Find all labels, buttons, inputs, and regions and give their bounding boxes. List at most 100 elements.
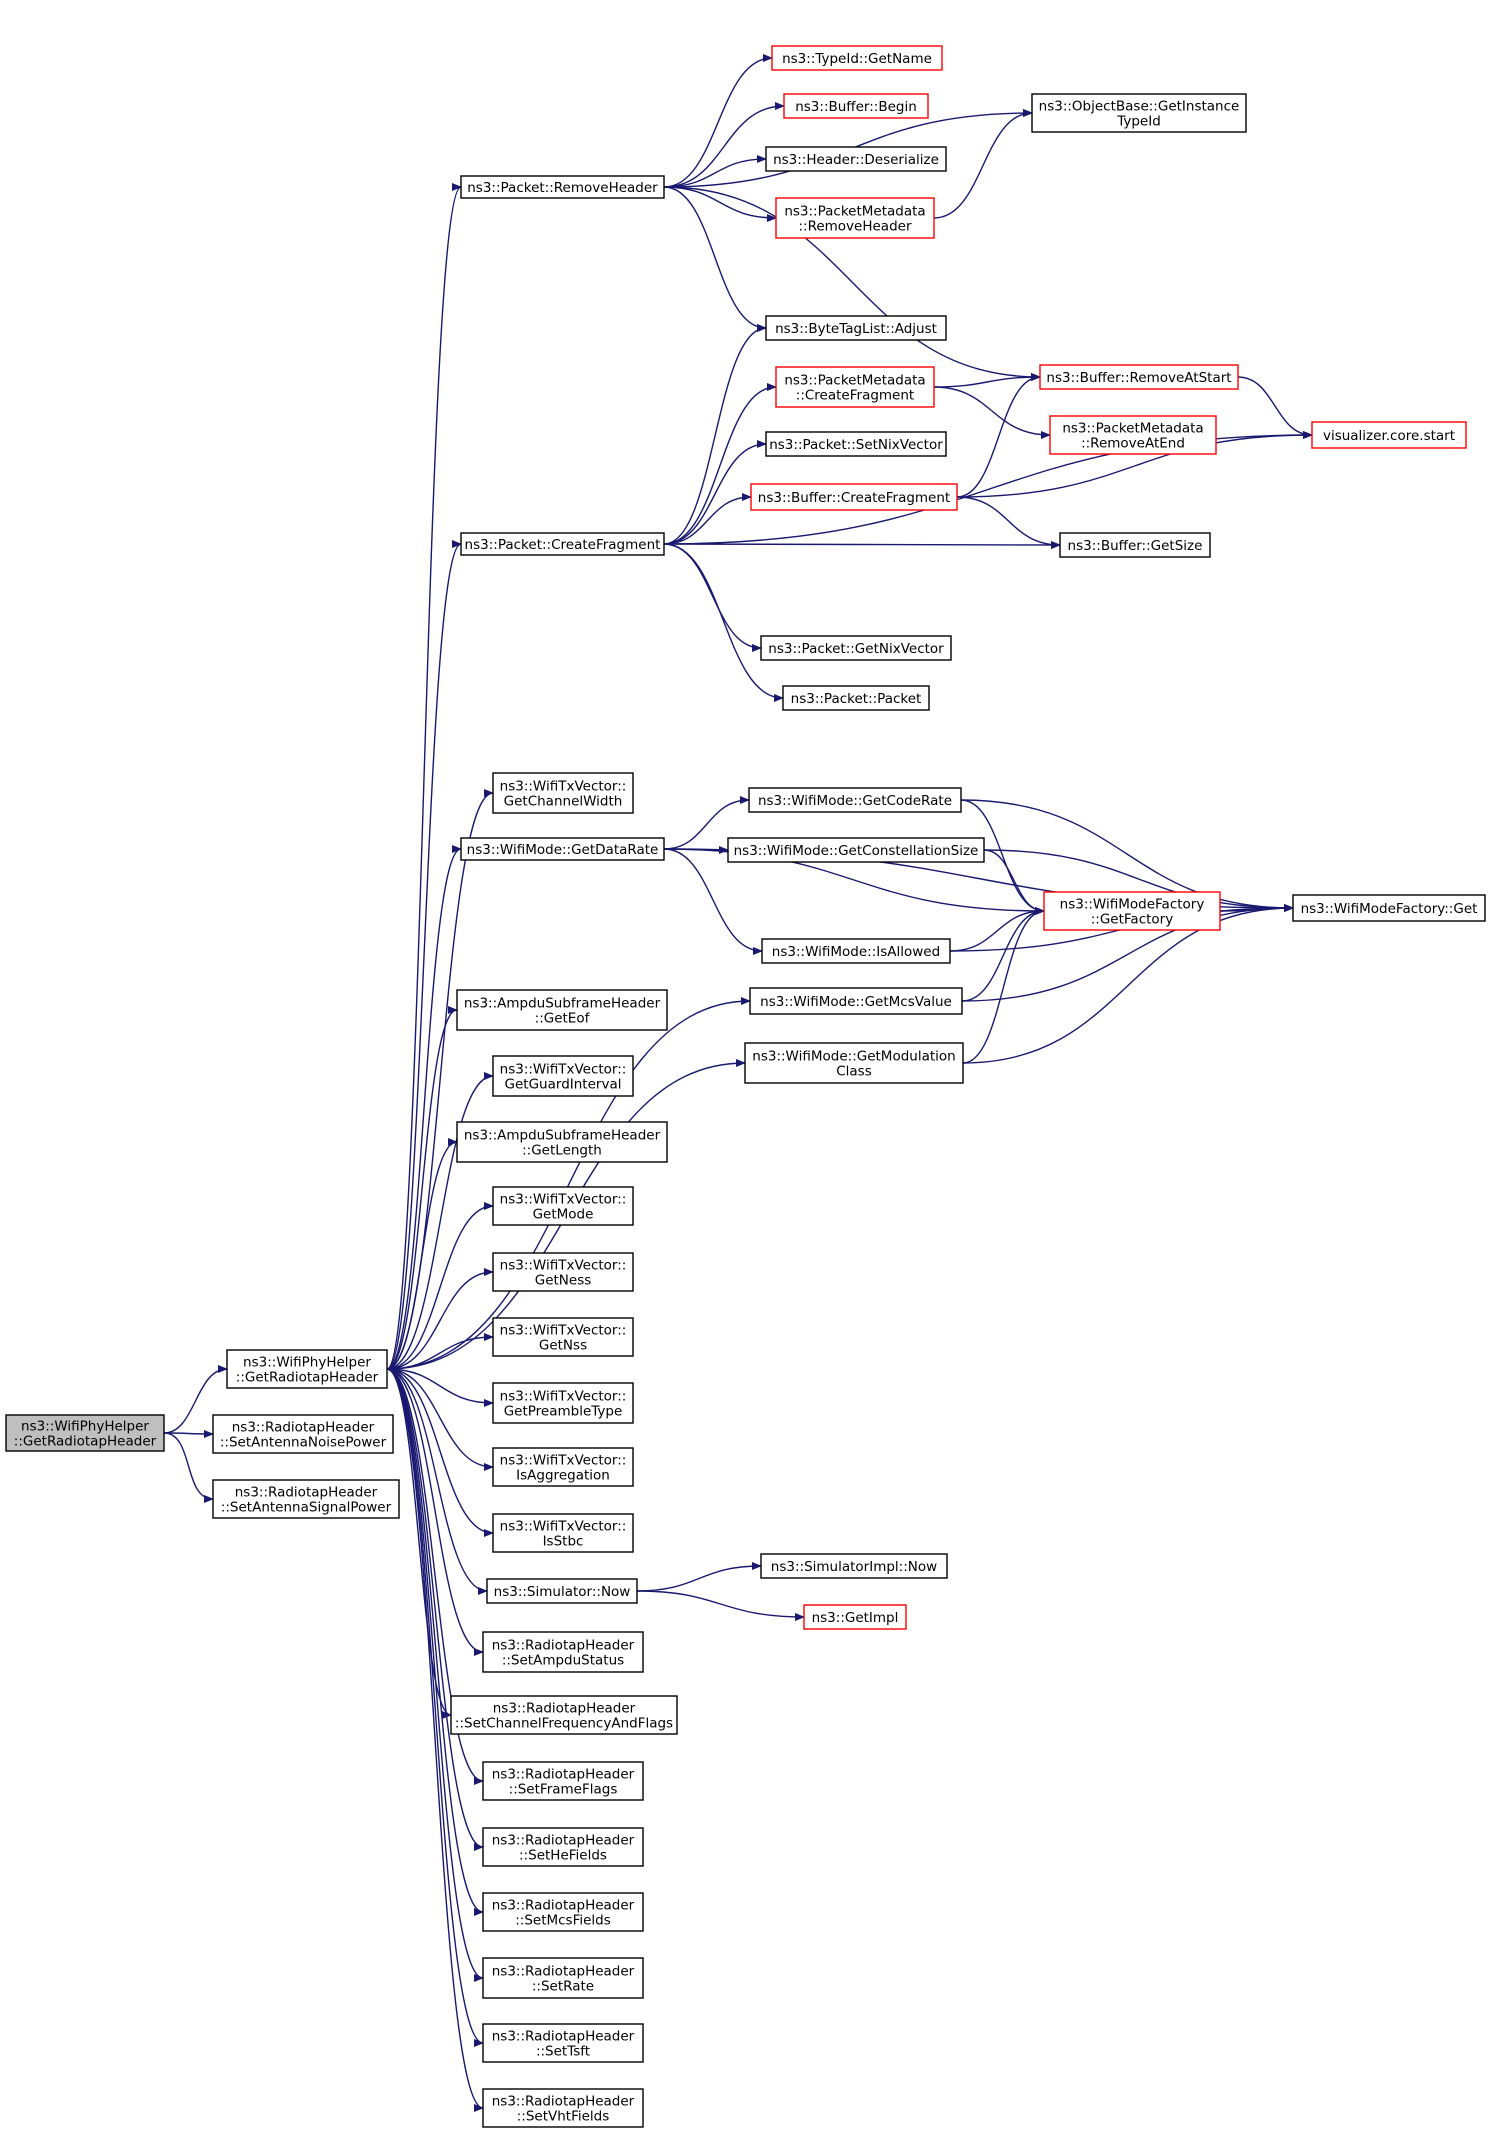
edge-mode-is-allowed-to-fact-get-factory [949, 907, 1045, 952]
node-buf-create-frag[interactable]: ns3::Buffer::CreateFragment [750, 483, 958, 511]
node-sim-now[interactable]: ns3::Simulator::Now [486, 1578, 638, 1604]
node-label: ::GetEof [535, 1011, 591, 1027]
edge-pkt-create-frag-to-byte-tag-adjust [663, 324, 767, 545]
call-edge [961, 907, 1045, 1002]
node-tx-get-chan-width[interactable]: ns3::WifiTxVector::GetChannelWidth [492, 772, 634, 814]
node-label: ns3::WifiTxVector:: [500, 1323, 627, 1339]
node-set-ant-signal[interactable]: ns3::RadiotapHeader::SetAntennaSignalPow… [212, 1479, 400, 1519]
node-mode-get-const[interactable]: ns3::WifiMode::GetConstellationSize [727, 837, 985, 863]
node-label: ns3::RadiotapHeader [492, 1964, 635, 1980]
node-box [761, 938, 951, 964]
node-box [486, 1578, 638, 1604]
node-label: ns3::ObjectBase::GetInstance [1039, 99, 1240, 115]
node-type-id-get-name[interactable]: ns3::TypeId::GetName [771, 45, 943, 71]
node-box [482, 1827, 644, 1867]
edge-mode-get-mcs-to-fact-get [961, 904, 1294, 1002]
node-tx-get-nss[interactable]: ns3::WifiTxVector::GetNss [492, 1317, 634, 1357]
node-label: ns3::WifiMode::GetModulation [752, 1049, 955, 1065]
node-label: ::SetAntennaNoisePower [220, 1435, 387, 1451]
node-rh-set-frame-flags[interactable]: ns3::RadiotapHeader::SetFrameFlags [482, 1761, 644, 1801]
node-label: ns3::WifiMode::GetDataRate [467, 842, 659, 858]
node-mode-is-allowed[interactable]: ns3::WifiMode::IsAllowed [761, 938, 951, 964]
node-fact-get[interactable]: ns3::WifiModeFactory::Get [1292, 894, 1486, 922]
node-root[interactable]: ns3::WifiPhyHelper::GetRadiotapHeader [5, 1414, 165, 1452]
call-edge [983, 849, 1294, 912]
node-mode-get-mcs[interactable]: ns3::WifiMode::GetMcsValue [749, 987, 963, 1015]
node-mode-get-code-rate[interactable]: ns3::WifiMode::GetCodeRate [748, 787, 962, 813]
call-edge [663, 186, 777, 222]
node-label: ns3::RadiotapHeader [492, 1833, 635, 1849]
node-buf-remove-at-start[interactable]: ns3::Buffer::RemoveAtStart [1039, 364, 1239, 390]
call-edge [956, 496, 1061, 549]
node-buffer-begin[interactable]: ns3::Buffer::Begin [783, 93, 929, 119]
edge-get-radiotap-to-rh-set-frame-flags [386, 1368, 484, 1785]
edge-sim-now-to-sim-impl-now [636, 1562, 762, 1592]
call-edge [386, 1368, 494, 1471]
node-byte-tag-adjust[interactable]: ns3::ByteTagList::Adjust [765, 315, 947, 341]
node-pkt-packet[interactable]: ns3::Packet::Packet [782, 685, 930, 711]
node-box [750, 483, 958, 511]
node-fact-get-factory[interactable]: ns3::WifiModeFactory::GetFactory [1043, 891, 1221, 931]
node-box [1059, 532, 1211, 558]
node-pm-remove-header[interactable]: ns3::PacketMetadata::RemoveHeader [775, 197, 935, 239]
edge-remove-header-to-byte-tag-adjust [663, 186, 767, 332]
node-tx-is-aggr[interactable]: ns3::WifiTxVector::IsAggregation [492, 1447, 634, 1487]
node-tx-get-preamble[interactable]: ns3::WifiTxVector::GetPreambleType [492, 1382, 634, 1424]
node-pm-remove-at-end[interactable]: ns3::PacketMetadata::RemoveAtEnd [1049, 415, 1217, 455]
node-rh-set-tsft[interactable]: ns3::RadiotapHeader::SetTsft [482, 2023, 644, 2063]
node-pkt-create-frag[interactable]: ns3::Packet::CreateFragment [460, 532, 665, 556]
node-rh-set-rate[interactable]: ns3::RadiotapHeader::SetRate [482, 1957, 644, 1999]
node-mode-get-data-rate[interactable]: ns3::WifiMode::GetDataRate [460, 837, 665, 861]
node-buf-get-size[interactable]: ns3::Buffer::GetSize [1059, 532, 1211, 558]
node-tx-get-mode[interactable]: ns3::WifiTxVector::GetMode [492, 1186, 634, 1226]
edge-get-radiotap-to-pkt-create-frag [386, 540, 462, 1370]
node-ampdu-get-eof[interactable]: ns3::AmpduSubframeHeader::GetEof [456, 989, 668, 1031]
edge-get-radiotap-to-tx-get-ness [386, 1268, 494, 1370]
call-edge [386, 1368, 488, 1595]
node-label: Class [836, 1064, 872, 1080]
call-edge [956, 373, 1041, 498]
node-get-radiotap[interactable]: ns3::WifiPhyHelper::GetRadiotapHeader [226, 1349, 388, 1389]
node-label: ns3::RadiotapHeader [492, 2029, 635, 2045]
node-label: ::GetFactory [1091, 912, 1173, 928]
node-remove-header[interactable]: ns3::Packet::RemoveHeader [460, 175, 665, 199]
node-label: ns3::WifiPhyHelper [243, 1355, 371, 1371]
node-get-impl[interactable]: ns3::GetImpl [803, 1604, 907, 1630]
node-set-ant-noise[interactable]: ns3::RadiotapHeader::SetAntennaNoisePowe… [212, 1414, 394, 1454]
node-tx-get-ness[interactable]: ns3::WifiTxVector::GetNess [492, 1252, 634, 1292]
node-rh-set-he[interactable]: ns3::RadiotapHeader::SetHeFields [482, 1827, 644, 1867]
node-pm-create-frag[interactable]: ns3::PacketMetadata::CreateFragment [775, 366, 935, 408]
node-label: ns3::RadiotapHeader [235, 1485, 378, 1501]
node-label: ns3::WifiTxVector:: [500, 1192, 627, 1208]
call-edge [386, 1368, 484, 2047]
node-tx-is-stbc[interactable]: ns3::WifiTxVector::IsStbc [492, 1513, 634, 1553]
call-edge [386, 1368, 484, 1785]
node-header-deser[interactable]: ns3::Header::Deserialize [765, 146, 947, 172]
node-rh-set-ampdu[interactable]: ns3::RadiotapHeader::SetAmpduStatus [482, 1631, 644, 1673]
call-edge [663, 543, 762, 652]
node-box [482, 2023, 644, 2063]
node-box [482, 1761, 644, 1801]
node-rh-set-chan-freq[interactable]: ns3::RadiotapHeader::SetChannelFrequency… [450, 1695, 678, 1735]
edge-get-radiotap-to-rh-set-tsft [386, 1368, 484, 2047]
node-label: ::CreateFragment [796, 388, 914, 404]
node-rh-set-mcs[interactable]: ns3::RadiotapHeader::SetMcsFields [482, 1892, 644, 1932]
node-get-nix-vector[interactable]: ns3::Packet::GetNixVector [760, 635, 952, 661]
node-viz-start[interactable]: visualizer.core.start [1311, 421, 1467, 449]
call-edge [386, 1368, 494, 1537]
node-rh-set-vht[interactable]: ns3::RadiotapHeader::SetVhtFields [482, 2088, 644, 2128]
node-tx-get-guard[interactable]: ns3::WifiTxVector::GetGuardInterval [492, 1055, 634, 1097]
node-set-nix-vector[interactable]: ns3::Packet::SetNixVector [765, 431, 947, 457]
node-label: ns3::RadiotapHeader [492, 1638, 635, 1654]
node-ampdu-get-len[interactable]: ns3::AmpduSubframeHeader::GetLength [456, 1121, 668, 1163]
edge-mode-get-mcs-to-fact-get-factory [961, 907, 1045, 1002]
node-box [782, 685, 930, 711]
edge-get-radiotap-to-tx-get-preamble [386, 1368, 494, 1407]
node-label: ns3::WifiTxVector:: [500, 1453, 627, 1469]
node-box [783, 93, 929, 119]
node-sim-impl-now[interactable]: ns3::SimulatorImpl::Now [760, 1553, 948, 1579]
node-box [460, 532, 665, 556]
